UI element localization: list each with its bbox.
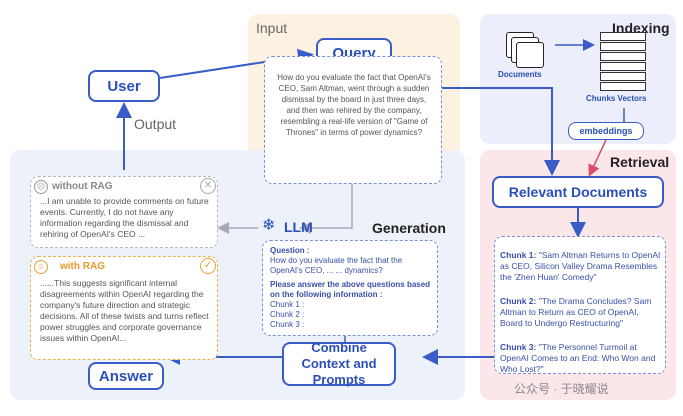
input-label: Input: [256, 20, 288, 36]
chunk-list-box: [494, 236, 666, 374]
documents-label: Documents: [498, 70, 542, 79]
without-rag-box: [30, 176, 218, 248]
query-text: How do you evaluate the fact that OpenAI…: [277, 73, 431, 137]
watermark: 公众号 · 于晓耀说: [514, 382, 609, 396]
without-rag-label: without RAG: [52, 181, 113, 192]
query-text-box: [264, 56, 442, 184]
chunk-3-text: "The Personnel Turmoil at OpenAI Comes t…: [500, 342, 656, 374]
relevant-documents-node[interactable]: Relevant Documents: [492, 176, 664, 208]
embeddings-node[interactable]: embeddings: [568, 122, 644, 140]
check-icon: ✓: [200, 258, 216, 274]
chunks-vectors-label: Chunks Vectors: [586, 94, 647, 103]
generation-label: Generation: [372, 220, 446, 236]
with-rag-box: [30, 256, 218, 360]
prompt-chunk-1: Chunk 1 :: [270, 300, 305, 309]
chunk-1-label: Chunk 1:: [500, 250, 537, 260]
chunk-2-label: Chunk 2:: [500, 296, 537, 306]
prompt-instruction: Please answer the above questions based …: [270, 280, 431, 299]
with-rag-label: with RAG: [60, 261, 105, 272]
answer-node[interactable]: Answer: [88, 362, 164, 390]
prompt-box: [262, 240, 438, 336]
without-rag-text: ...I am unable to provide comments on fu…: [40, 196, 209, 239]
chunk-2: Chunk 2: "The Drama Concludes? Sam Altma…: [500, 296, 662, 329]
chunk-3-label: Chunk 3:: [500, 342, 537, 352]
happy-face-icon: ☺: [34, 260, 48, 274]
output-label: Output: [134, 116, 177, 132]
combine-context-node[interactable]: Combine Context and Prompts: [282, 340, 396, 387]
prompt-chunk-2: Chunk 2 :: [270, 310, 305, 319]
chunk-1: Chunk 1: "Sam Altman Returns to OpenAI a…: [500, 250, 662, 283]
documents-icon: [506, 32, 544, 68]
sad-face-icon: ☹: [34, 180, 48, 194]
chunks-vectors-icon: [600, 32, 646, 92]
chunk-3: Chunk 3: "The Personnel Turmoil at OpenA…: [500, 342, 662, 375]
prompt-chunk-3: Chunk 3 :: [270, 320, 305, 329]
chunk-2-text: "The Drama Concludes? Sam Altman to Retu…: [500, 296, 652, 328]
chunk-1-text: "Sam Altman Returns to OpenAI as CEO, Si…: [500, 250, 661, 282]
retrieval-label: Retrieval: [610, 154, 670, 170]
close-icon: ✕: [200, 178, 216, 194]
prompt-question-label: Question :: [270, 246, 310, 255]
prompt-question-text: How do you evaluate the fact that the Op…: [270, 256, 403, 275]
with-rag-text: ......This suggests significant internal…: [40, 278, 209, 343]
snowflake-icon: ❄: [262, 217, 276, 234]
llm-node[interactable]: LLM: [284, 219, 313, 235]
user-node[interactable]: User: [88, 70, 160, 102]
prompt-content: Question : How do you evaluate the fact …: [270, 246, 432, 330]
